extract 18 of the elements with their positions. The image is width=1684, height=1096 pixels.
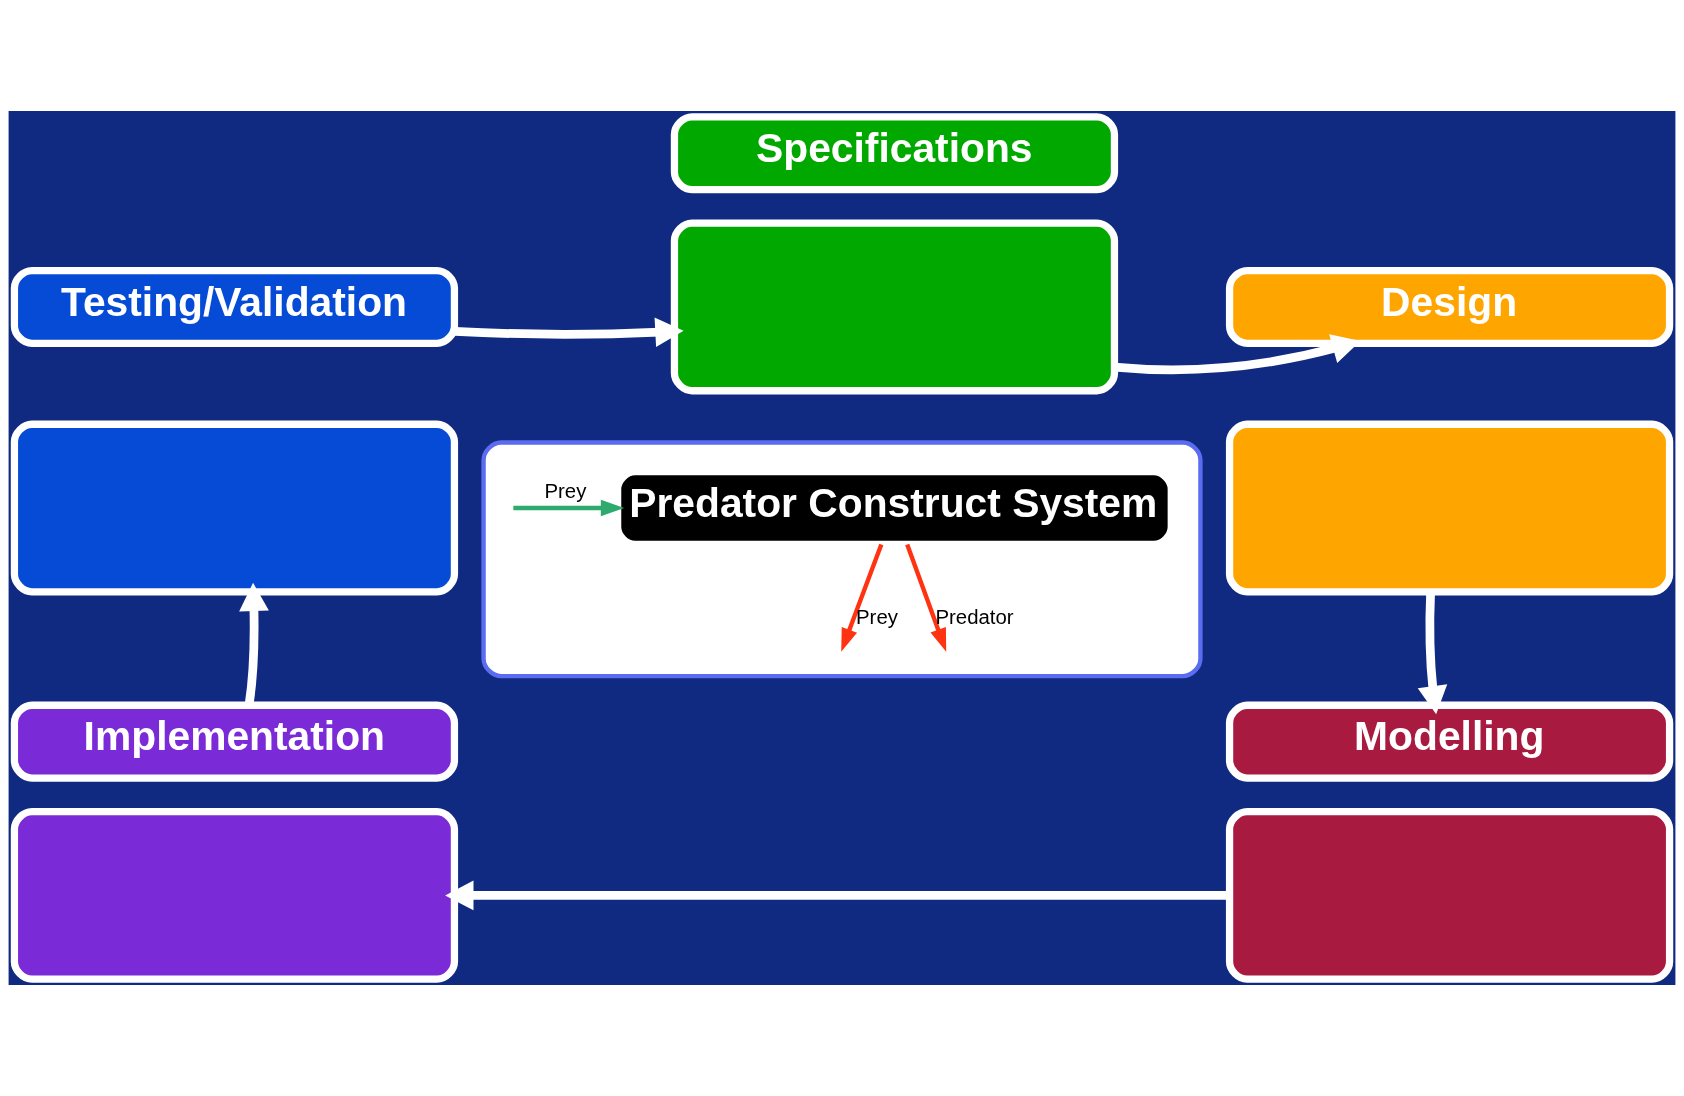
arrow: [905, 543, 947, 652]
node-box: [10, 420, 459, 596]
arrow: [454, 317, 684, 348]
node-box: [10, 807, 459, 983]
node-box: Testing/Validation: [10, 266, 459, 348]
arrow: [513, 499, 625, 517]
node-box: [1225, 807, 1674, 983]
edge-label: Predator: [935, 606, 1014, 629]
node-box: Implementation: [10, 701, 459, 782]
node-box: Specifications: [670, 113, 1119, 194]
arrow: [841, 543, 884, 652]
edge-label: Prey: [856, 606, 898, 629]
node-box: [670, 219, 1119, 395]
cluster: [481, 440, 1203, 679]
node-box: Design: [1225, 266, 1674, 348]
edge-label: Prey: [544, 480, 587, 503]
node-box: [1225, 420, 1674, 596]
node-box: Modelling: [1225, 701, 1674, 782]
